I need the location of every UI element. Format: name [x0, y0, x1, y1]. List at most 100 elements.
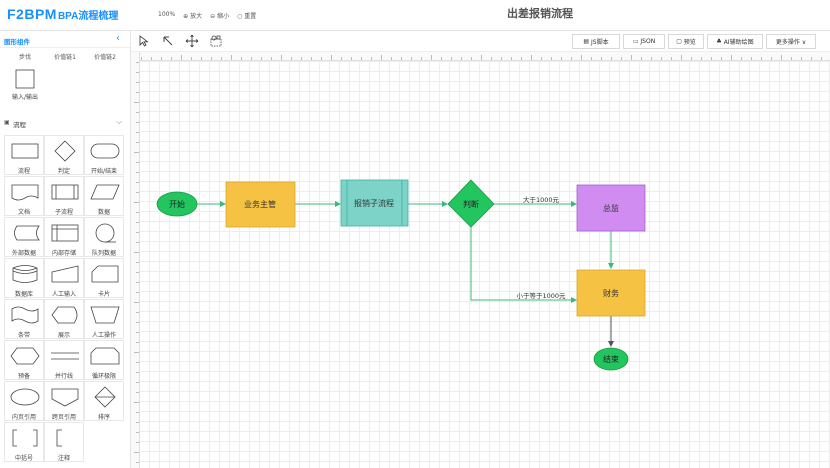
vertical-ruler — [131, 52, 140, 468]
node-start-label: 开始 — [169, 199, 185, 209]
node-judge-label: 判断 — [463, 199, 479, 209]
shape-tile-off-page-ref[interactable]: 跨页引用 — [44, 381, 84, 421]
edge-judge-finance[interactable] — [470, 227, 577, 303]
io-icon — [15, 69, 35, 89]
preparation-icon — [10, 347, 40, 365]
shape-label: 注释 — [57, 455, 70, 462]
node-subflow[interactable] — [340, 179, 409, 227]
shape-label[interactable]: 价值链2 — [94, 54, 116, 61]
ruler-tick — [531, 55, 532, 60]
more-actions-button[interactable]: 更多操作 ∨ — [766, 34, 816, 49]
node-start[interactable] — [156, 191, 198, 217]
preview-button[interactable]: ▢ 预览 — [668, 34, 704, 49]
shape-label: 内部存储 — [51, 250, 76, 257]
ruler-tick — [136, 142, 139, 143]
ruler-tick — [136, 412, 139, 413]
ruler-tick — [136, 342, 139, 343]
shape-tile-tape[interactable]: 条带 — [4, 299, 44, 339]
ruler-tick — [581, 55, 582, 60]
chevron-down-icon[interactable]: ⌵ — [116, 117, 123, 126]
ruler-tick — [451, 57, 452, 60]
ruler-tick — [201, 57, 202, 60]
shape-tile-on-page-ref[interactable]: 内页引用 — [4, 381, 44, 421]
diagram-canvas[interactable] — [131, 52, 830, 468]
shape-label: 输入/输出 — [11, 94, 39, 101]
logo-main: F2BPM — [7, 6, 57, 22]
shape-tile-annotation[interactable]: 注释 — [44, 422, 84, 462]
ruler-tick — [136, 312, 139, 313]
ruler-tick — [641, 57, 642, 60]
node-finance[interactable] — [576, 269, 646, 317]
toolbar-buttons: ▤ JS脚本 ▭ JSON ▢ 预览 ♣ AI辅助绘图 更多操作 ∨ — [572, 34, 819, 49]
pan-move-icon[interactable] — [185, 34, 199, 48]
ruler-tick — [721, 57, 722, 60]
node-manager[interactable] — [225, 181, 296, 228]
node-judge[interactable] — [447, 179, 495, 228]
group-title: 流程 — [13, 121, 26, 129]
external-data-icon — [14, 225, 40, 241]
ruler-tick — [411, 57, 412, 60]
terminator-icon — [90, 143, 120, 159]
shape-tile-terminator[interactable]: 开始/结束 — [84, 135, 124, 175]
shape-tile-data-parallelogram[interactable]: 数据 — [84, 176, 124, 216]
shape-label: 中括号 — [14, 455, 33, 462]
ruler-tick — [431, 55, 432, 60]
shape-group-icon[interactable] — [209, 34, 223, 48]
shape-tile-queue-data[interactable]: 队列数据 — [84, 217, 124, 257]
shape-io[interactable]: 输入/输出 — [5, 64, 45, 104]
json-button[interactable]: ▭ JSON — [623, 34, 665, 49]
shape-tile-subprocess[interactable]: 子流程 — [44, 176, 84, 216]
shape-tile-process-rect[interactable]: 流程 — [4, 135, 44, 175]
node-director[interactable] — [576, 184, 646, 232]
lasso-arrow-icon[interactable] — [161, 34, 175, 48]
shape-tile-database[interactable]: 数据库 — [4, 258, 44, 298]
on-page-ref-icon — [10, 388, 40, 406]
shape-tile-external-data[interactable]: 外部数据 — [4, 217, 44, 257]
node-end[interactable] — [593, 347, 629, 371]
shape-tile-document[interactable]: 文档 — [4, 176, 44, 216]
group-icon: ▣ — [4, 119, 10, 126]
ruler-tick — [136, 182, 139, 183]
zoom-in-button[interactable]: ⊕ 放大 — [183, 11, 202, 20]
ruler-tick — [291, 57, 292, 60]
manual-operation-icon — [90, 306, 120, 324]
ai-draw-button[interactable]: ♣ AI辅助绘图 — [707, 34, 763, 49]
shape-tile-sort[interactable]: 排序 — [84, 381, 124, 421]
chevron-left-icon[interactable]: ‹ — [116, 33, 120, 44]
shape-tile-card[interactable]: 卡片 — [84, 258, 124, 298]
code-icon: ▤ — [583, 38, 591, 45]
js-script-button[interactable]: ▤ JS脚本 — [572, 34, 620, 49]
shape-tile-decision-diamond[interactable]: 判定 — [44, 135, 84, 175]
reset-button[interactable]: ○ 重置 — [237, 11, 256, 20]
queue-data-icon — [95, 223, 116, 243]
shape-tile-manual-input[interactable]: 人工输入 — [44, 258, 84, 298]
shape-tile-display[interactable]: 展示 — [44, 299, 84, 339]
ruler-tick — [821, 57, 822, 60]
ruler-tick — [136, 62, 139, 63]
ruler-tick — [134, 252, 139, 253]
shape-label[interactable]: 价值链1 — [54, 54, 76, 61]
group-flow-header[interactable]: ▣ 流程 ⌵ — [4, 117, 127, 131]
shape-tile-manual-operation[interactable]: 人工操作 — [84, 299, 124, 339]
shape-tile-internal-storage[interactable]: 内部存储 — [44, 217, 84, 257]
shape-tile-bracket[interactable]: 中括号 — [4, 422, 44, 462]
shape-label: 数据 — [97, 209, 110, 216]
zoom-controls: 100% ⊕ 放大 ⊖ 缩小 ○ 重置 — [158, 11, 256, 20]
ruler-tick — [136, 282, 139, 283]
ruler-tick — [261, 57, 262, 60]
shape-tile-loop-limit[interactable]: 循环极限 — [84, 340, 124, 380]
zoom-level: 100% — [158, 11, 176, 18]
horizontal-ruler — [131, 52, 830, 61]
zoom-out-button[interactable]: ⊖ 缩小 — [210, 11, 229, 20]
shape-label[interactable]: 步伐 — [18, 54, 31, 61]
node-director-label: 总监 — [603, 203, 619, 213]
shape-tile-preparation[interactable]: 预备 — [4, 340, 44, 380]
shape-tile-parallel-line[interactable]: 并行线 — [44, 340, 84, 380]
ruler-tick — [381, 55, 382, 60]
ruler-tick — [136, 272, 139, 273]
ruler-tick — [211, 57, 212, 60]
select-pointer-icon[interactable] — [137, 34, 151, 48]
shape-label: 条带 — [17, 332, 30, 339]
shape-label: 人工输入 — [51, 291, 76, 298]
